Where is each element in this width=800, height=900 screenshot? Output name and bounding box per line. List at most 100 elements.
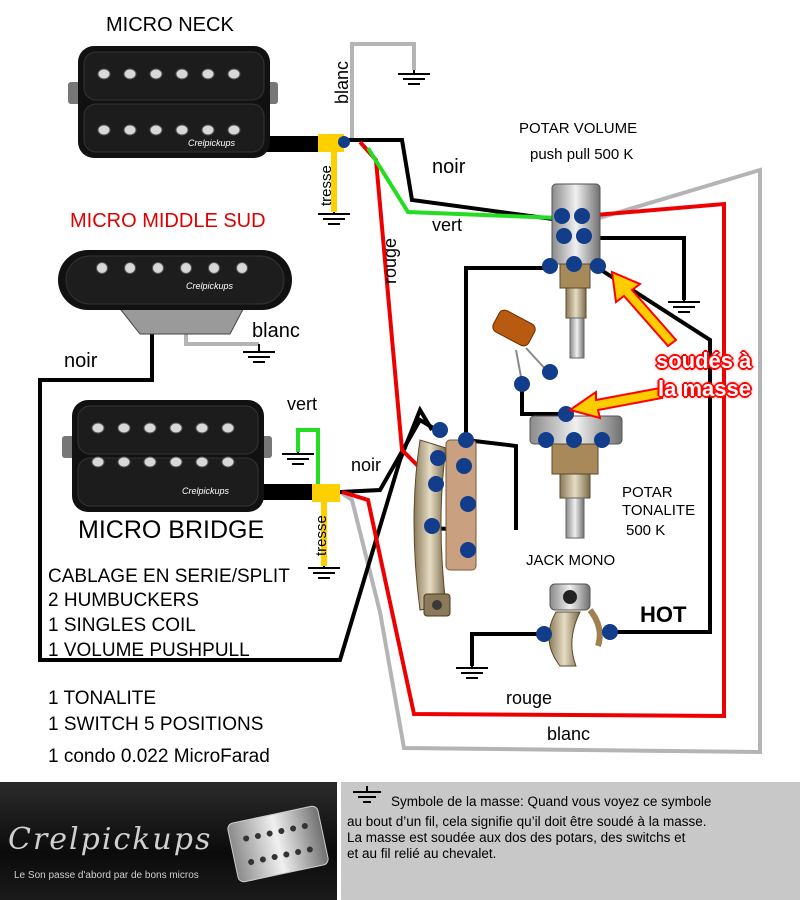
label-rouge-neck: rouge: [380, 237, 400, 284]
ground-symbols: [243, 70, 700, 679]
wire-vol-switch: [464, 266, 550, 440]
solder-point: [566, 256, 582, 272]
neck-cable-end: [318, 134, 344, 152]
capacitor: [492, 309, 549, 383]
label-rouge-bottom: rouge: [506, 688, 553, 708]
solder-point: [594, 432, 610, 448]
spec-line: 1 TONALITE: [48, 688, 157, 709]
brand-logo: Crelpickups: [8, 822, 213, 857]
label-blanc-middle: blanc: [252, 320, 300, 342]
solder-point: [428, 476, 444, 492]
jack-mono: [548, 583, 603, 667]
bridge-humbucker: [62, 400, 272, 512]
wire-switch-tone: [465, 438, 518, 530]
label-hot: HOT: [640, 602, 687, 627]
brand-slogan: Le Son passe d'abord par de bons micros: [14, 870, 199, 881]
ground-icon: [282, 452, 314, 465]
label-soudes-2: la masse: [658, 376, 751, 401]
solder-point: [574, 208, 590, 224]
solder-point: [536, 626, 552, 642]
title-micro-neck: MICRO NECK: [106, 14, 234, 36]
ground-icon: [668, 300, 700, 313]
ground-note-line: et au fil relié au chevalet.: [347, 846, 497, 861]
ground-icon: [398, 70, 430, 85]
label-potar-tone-3: 500 K: [626, 522, 666, 539]
arrow-icon: [610, 270, 678, 348]
spec-line: 1 condo 0.022 MicroFarad: [48, 746, 270, 767]
footer-logo-panel: Crelpickups Le Son passe d'abord par de …: [0, 782, 337, 900]
wire-rouge-vol: [341, 201, 726, 719]
solder-point: [556, 228, 572, 244]
wire-vol-ground: [586, 236, 686, 300]
spec-line: 1 SWITCH 5 POSITIONS: [48, 714, 264, 735]
label-noir-middle: noir: [64, 350, 98, 372]
ground-icon: [308, 566, 340, 579]
yellow-wires: [321, 146, 337, 566]
title-micro-middle: MICRO MIDDLE SUD: [70, 210, 266, 232]
label-soudes-1: soudés à: [656, 348, 752, 373]
middle-single-coil: [58, 250, 292, 335]
middle-polepieces: [96, 262, 248, 274]
solder-point: [538, 432, 554, 448]
label-tresse-bridge: tresse: [313, 515, 330, 556]
arrow-icon: [567, 386, 664, 420]
solder-point: [576, 228, 592, 244]
solder-point: [432, 422, 448, 438]
solder-point: [542, 364, 558, 380]
neck-brand-plate: Crelpickups: [188, 138, 236, 148]
label-noir-neck: noir: [432, 156, 466, 178]
label-potar-tone-1: POTAR: [622, 484, 673, 501]
wire-vert-neck: [366, 146, 561, 220]
green-wires: [296, 146, 561, 488]
wire-jack-ground: [470, 632, 544, 666]
wire-vol-to-tone: [596, 266, 712, 634]
wire-tone-pot: [520, 382, 568, 416]
spec-line: 1 SINGLES COIL: [48, 615, 196, 636]
solder-point: [514, 376, 530, 392]
ground-note-line: La masse est soudée aux dos des potars, …: [347, 830, 686, 845]
label-noir-bridge: noir: [351, 455, 382, 475]
solder-point: [424, 518, 440, 534]
solder-point: [554, 208, 570, 224]
label-potar-tone-2: TONALITE: [622, 502, 696, 519]
solder-point: [542, 258, 558, 274]
wire-rouge-neck: [358, 140, 442, 490]
bridge-cable-end: [312, 484, 340, 502]
label-tresse-neck: tresse: [318, 165, 335, 206]
wire-noir-bridge: [339, 417, 442, 494]
title-micro-bridge: MICRO BRIDGE: [78, 516, 265, 544]
ground-note-line: Symbole de la masse: Quand vous voyez ce…: [391, 794, 712, 809]
bridge-brand-plate: Crelpickups: [182, 486, 230, 496]
solder-point: [430, 450, 446, 466]
label-blanc-bottom: blanc: [547, 724, 591, 744]
ground-note-panel: Symbole de la masse: Quand vous voyez ce…: [341, 782, 800, 900]
ground-icon: [456, 666, 488, 679]
ground-icon: [243, 344, 275, 363]
ground-icon: [353, 786, 381, 803]
ground-icon: [318, 212, 350, 225]
solder-points: [338, 136, 618, 642]
label-vert-neck: vert: [432, 215, 463, 235]
solder-point: [602, 624, 618, 640]
humbucker-chrome-icon: [227, 805, 329, 883]
wire-noir-neck: [340, 138, 561, 222]
spec-line: CABLAGE EN SERIE/SPLIT: [48, 566, 290, 587]
wire-blanc-neck: [350, 42, 416, 140]
solder-point: [566, 432, 582, 448]
ground-note-line: au bout d’un fil, cela signifie qu’il do…: [347, 814, 707, 829]
bridge-cable: [258, 484, 318, 500]
label-blanc-neck: blanc: [332, 60, 352, 104]
spec-line: 2 HUMBUCKERS: [48, 590, 199, 611]
wire-noir-middle: [38, 332, 434, 662]
bridge-polepieces: [91, 422, 235, 468]
label-vert-bridge: vert: [287, 394, 318, 414]
solder-point: [456, 458, 472, 474]
label-jack-mono: JACK MONO: [526, 552, 616, 569]
solder-point: [590, 258, 606, 274]
solder-point: [458, 432, 474, 448]
middle-brand-plate: Crelpickups: [186, 281, 234, 291]
solder-point: [460, 496, 476, 512]
label-potar-volume: POTAR VOLUME: [519, 120, 638, 137]
wire-blanc-bridge: [338, 167, 762, 755]
